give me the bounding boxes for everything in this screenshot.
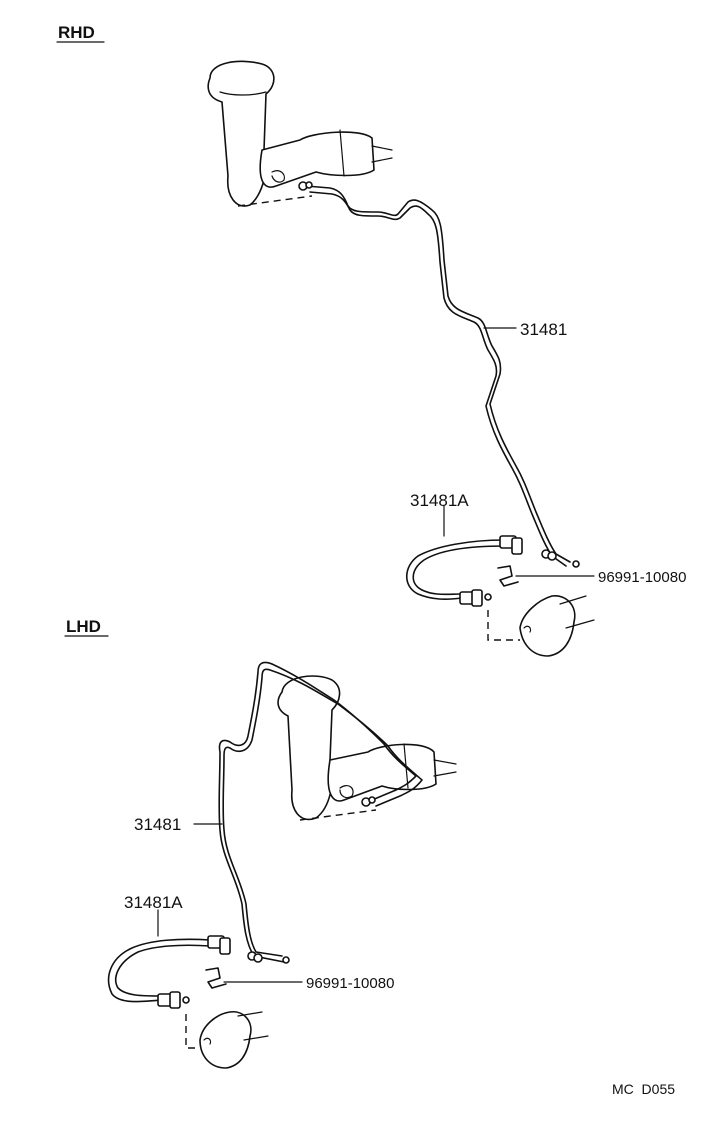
lhd-clip	[205, 967, 227, 989]
lhd-pipe-label: 31481	[134, 815, 181, 834]
rhd-title: RHD	[58, 23, 95, 42]
diagram-code: MC D055	[612, 1081, 675, 1097]
lhd-release-cylinder	[185, 1011, 269, 1069]
lhd-section: LHD	[64, 617, 457, 1069]
lhd-clutch-pipe	[218, 661, 423, 964]
rhd-clip-label: 96991-10080	[598, 569, 686, 586]
rhd-section: RHD	[56, 23, 686, 657]
lhd-title: LHD	[66, 617, 101, 636]
rhd-master-cylinder	[207, 60, 393, 207]
lhd-flexible-hose	[107, 935, 231, 1009]
rhd-flexible-hose	[405, 535, 523, 607]
rhd-clip	[497, 565, 519, 587]
rhd-release-cylinder	[487, 595, 595, 657]
lhd-master-cylinder	[277, 675, 457, 821]
lhd-hose-label: 31481A	[124, 893, 183, 912]
rhd-hose-label: 31481A	[410, 491, 469, 510]
lhd-clip-label: 96991-10080	[306, 975, 394, 992]
rhd-pipe-label: 31481	[520, 320, 567, 339]
rhd-clutch-pipe	[298, 181, 580, 568]
